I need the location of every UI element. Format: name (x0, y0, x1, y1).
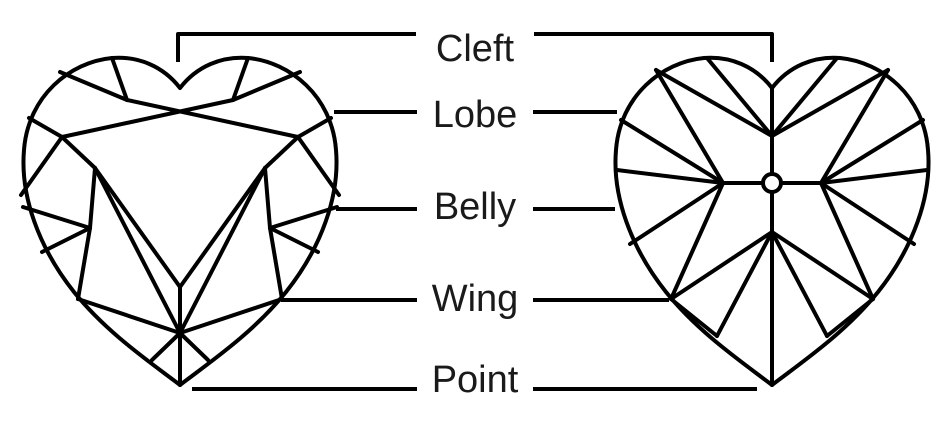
facet-line (628, 181, 725, 246)
facet-line (150, 331, 182, 362)
facet-line (40, 226, 92, 254)
facet-line (615, 168, 725, 185)
facet-line (88, 166, 97, 230)
pavilion-facet-lines (615, 56, 929, 387)
facet-line (125, 98, 300, 139)
facet-line (60, 135, 97, 170)
facet-line (27, 116, 64, 139)
facet-line (76, 297, 182, 335)
facet-line (705, 56, 774, 138)
facet-line (770, 56, 839, 138)
facet-line (669, 297, 719, 338)
facet-line (178, 297, 284, 335)
crown-facet-lines (19, 56, 341, 387)
facet-line (654, 68, 725, 185)
facet-line (60, 98, 235, 139)
facet-line (654, 68, 774, 138)
facet-line (268, 226, 320, 254)
facet-line (268, 205, 339, 230)
facet-line (110, 56, 129, 102)
facet-line (770, 230, 829, 338)
facet-line (619, 118, 725, 185)
pavilion-view-heart (613, 55, 931, 387)
facet-line (819, 181, 916, 246)
facet-line (819, 68, 890, 185)
facet-line (263, 135, 300, 170)
facet-line (296, 135, 341, 197)
facet-line (819, 181, 875, 301)
facet-line (770, 68, 890, 138)
label-cleft: Cleft (435, 28, 515, 70)
label-wing: Wing (431, 278, 519, 320)
facet-line (669, 230, 774, 301)
facet-line (21, 205, 92, 230)
facet-line (93, 166, 182, 289)
cleft-leader-right (534, 32, 774, 62)
facet-line (178, 166, 267, 289)
facet-line (268, 226, 284, 301)
facet-line (296, 116, 333, 139)
facet-line (819, 118, 925, 185)
cleft-leader-left (176, 32, 416, 62)
facet-line (178, 166, 267, 335)
facet-line (231, 56, 250, 102)
facet-line (93, 166, 182, 335)
facet-line (231, 70, 302, 102)
facet-line (825, 297, 875, 338)
leader-lines (176, 32, 774, 391)
facet-line (770, 230, 875, 301)
facet-line (19, 135, 64, 197)
facet-line (715, 230, 774, 338)
facet-line (669, 181, 725, 301)
crown-view-heart (19, 55, 341, 387)
facet-line (263, 166, 272, 230)
label-point: Point (431, 359, 519, 401)
facet-line (76, 226, 92, 301)
facet-line (58, 70, 129, 102)
label-lobe: Lobe (432, 94, 518, 136)
facet-line (819, 168, 929, 185)
facet-line (178, 331, 210, 362)
culet-circle (761, 172, 783, 194)
label-belly: Belly (433, 186, 517, 228)
